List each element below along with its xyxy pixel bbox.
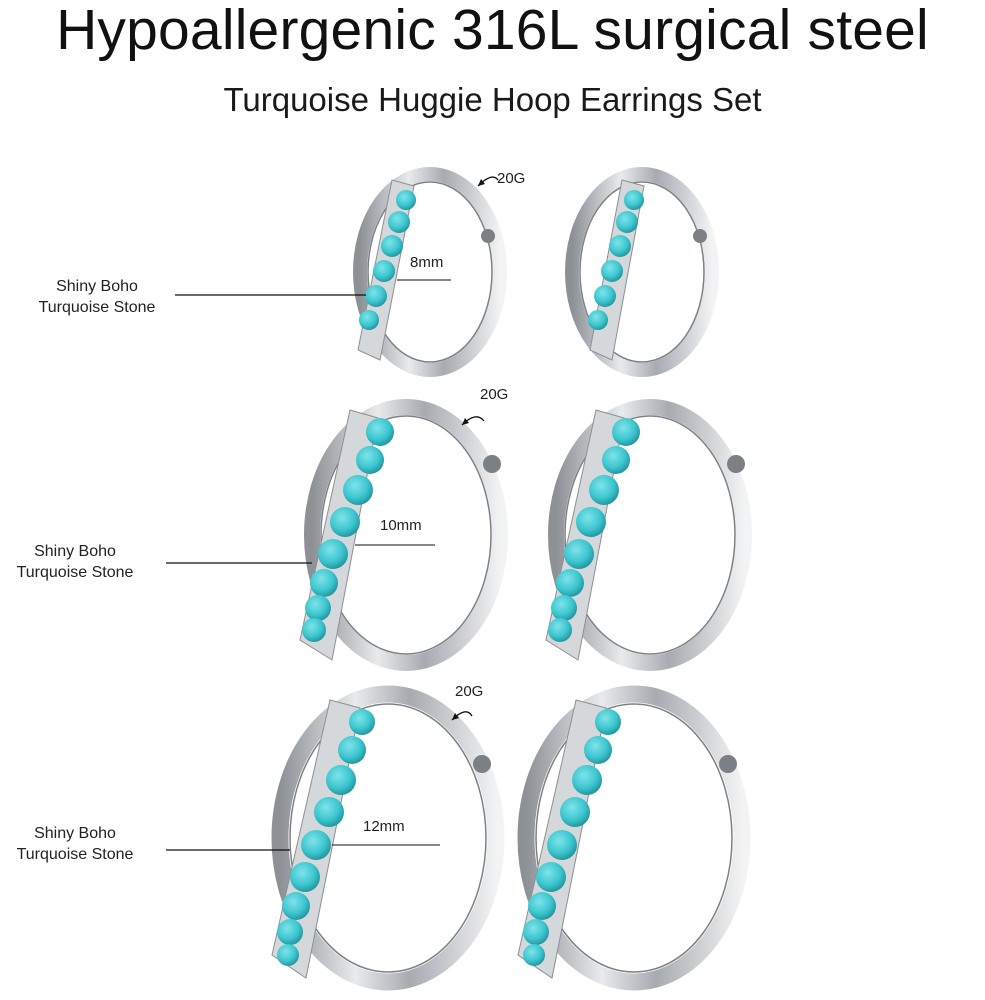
page-title: Hypoallergenic 316L surgical steel (56, 0, 929, 62)
page-subtitle: Turquoise Huggie Hoop Earrings Set (223, 81, 762, 118)
stone-label-line1: Shiny Boho (34, 543, 116, 560)
stone-row-12mm-right (523, 709, 621, 966)
stone-row-12mm-left (277, 709, 375, 966)
stone-label-line1: Shiny Boho (56, 278, 138, 295)
size-label-8mm: 8mm (410, 254, 444, 271)
size-label-12mm: 12mm (363, 818, 405, 835)
stone-label-line2: Turquoise Stone (16, 564, 134, 581)
stone-row-8mm-right (588, 190, 644, 330)
hoop-8mm-left (353, 167, 507, 377)
hoop-12mm-right (517, 685, 751, 991)
gauge-label-10mm: 20G (480, 386, 509, 403)
hoop-10mm-right (545, 399, 752, 671)
stone-row-10mm-left (302, 418, 394, 642)
stone-label-8mm: Shiny Boho Turquoise Stone (22, 276, 172, 318)
stone-row-8mm-left (359, 190, 416, 330)
stone-label-line1: Shiny Boho (34, 825, 116, 842)
stone-label-12mm: Shiny Boho Turquoise Stone (0, 823, 150, 865)
gauge-label-12mm: 20G (455, 683, 484, 700)
hoop-12mm-left (271, 685, 505, 991)
hoop-10mm-left (299, 399, 508, 671)
stone-label-line2: Turquoise Stone (16, 846, 134, 863)
stone-label-line2: Turquoise Stone (38, 299, 156, 316)
hoop-8mm-right (565, 167, 719, 377)
stone-label-10mm: Shiny Boho Turquoise Stone (0, 541, 150, 583)
gauge-label-8mm: 20G (497, 170, 526, 187)
stone-row-10mm-right (548, 418, 640, 642)
size-label-10mm: 10mm (380, 517, 422, 534)
